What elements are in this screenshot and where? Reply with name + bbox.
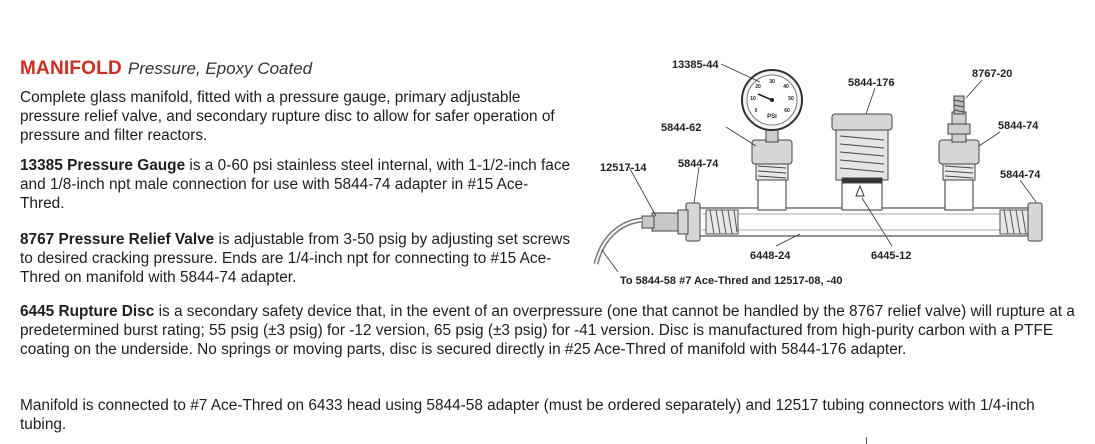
section-heading: MANIFOLD Pressure, Epoxy Coated: [20, 58, 312, 80]
left-adapter: [677, 202, 701, 242]
gauge-scale-20: 20: [755, 84, 761, 90]
label-gauge: 13385-44: [672, 59, 719, 71]
gauge-adapter: [751, 139, 793, 181]
label-valve: 8767-20: [972, 68, 1012, 80]
label-left-adapter: 5844-74: [678, 158, 719, 170]
valve-text: is adjustable from 3-50 psig by adjustin…: [20, 231, 571, 286]
gauge-scale-50: 50: [788, 96, 794, 102]
gauge-scale-40: 40: [783, 84, 789, 90]
label-tubing-connector: 12517-14: [600, 162, 647, 174]
section-title: MANIFOLD: [20, 58, 122, 79]
disc-paragraph: 6445 Rupture Disc is a secondary safety …: [20, 302, 1076, 359]
label-right-adapter: 5844-74: [1000, 169, 1041, 181]
gauge-scale-60: 60: [784, 108, 790, 114]
gauge-scale-0: 0: [755, 108, 758, 114]
divider-tick: [866, 437, 867, 444]
gauge-text: is a 0-60 psi stainless steel internal, …: [20, 157, 571, 212]
gauge-scale-10: 10: [750, 96, 756, 102]
disc-lead: 6445 Rupture Disc: [20, 303, 155, 320]
leader-lines: [601, 63, 1037, 273]
right-adapter: [1027, 202, 1043, 242]
label-valve-adapter: 5844-74: [998, 120, 1039, 132]
gauge-unit: PSI: [767, 114, 777, 120]
right-thread: [999, 209, 1029, 235]
label-disc-adapter: 5844-176: [848, 77, 895, 89]
tubing-connector: [593, 212, 679, 265]
label-gauge-adapter: 5844-62: [661, 122, 701, 134]
manifold-diagram: PSI 0 10 20 30 40 50 60: [593, 59, 1043, 287]
left-thread: [705, 209, 739, 235]
disc-adapter: [831, 113, 893, 184]
gauge-scale-30: 30: [769, 79, 775, 85]
valve-lead: 8767 Pressure Relief Valve: [20, 231, 215, 248]
intro-paragraph: Complete glass manifold, fitted with a p…: [20, 89, 555, 144]
label-manifold-body: 6448-24: [750, 250, 791, 262]
gauge-lead: 13385 Pressure Gauge: [20, 157, 186, 174]
valve-adapter: [938, 139, 980, 181]
valve-paragraph: 8767 Pressure Relief Valve is adjustable…: [20, 230, 572, 287]
gauge-paragraph: 13385 Pressure Gauge is a 0-60 psi stain…: [20, 156, 572, 213]
relief-valve: [947, 95, 971, 143]
disc-text: is a secondary safety device that, in th…: [20, 303, 1075, 358]
rupture-disc: [855, 184, 865, 197]
section-subtitle: Pressure, Epoxy Coated: [127, 59, 313, 78]
connection-paragraph: Manifold is connected to #7 Ace-Thred on…: [20, 397, 1035, 433]
label-rupture-disc: 6445-12: [871, 250, 911, 262]
label-connection-note: To 5844-58 #7 Ace-Thred and 12517-08, -4…: [620, 275, 843, 287]
pressure-gauge: PSI 0 10 20 30 40 50 60: [741, 69, 803, 143]
